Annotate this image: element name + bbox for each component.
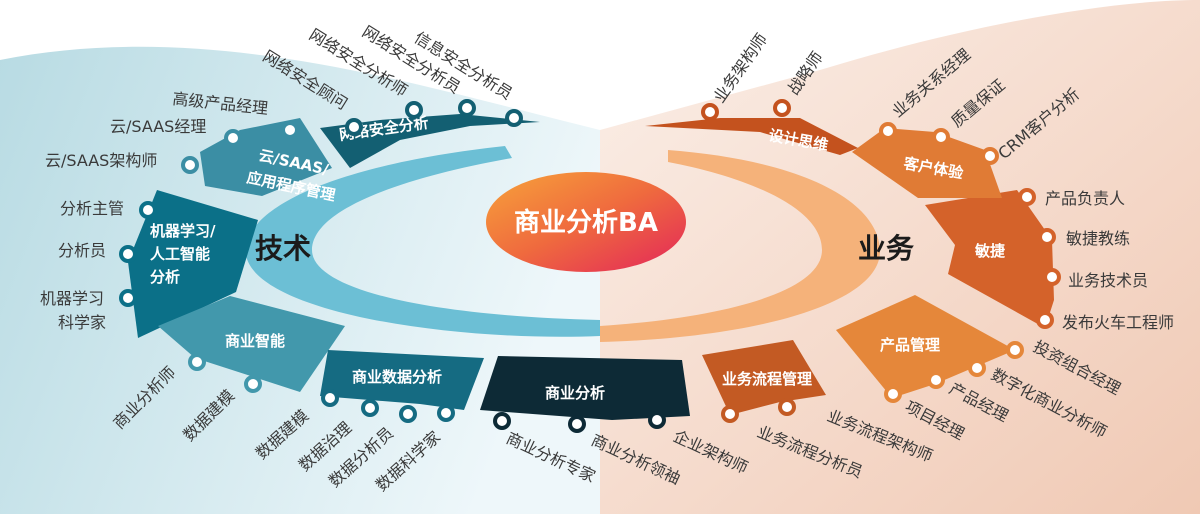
node-dot[interactable] <box>879 122 897 140</box>
segment-shape <box>702 340 826 415</box>
node-dot[interactable] <box>981 147 999 165</box>
role-label: 产品负责人 <box>1045 189 1125 208</box>
node-dot[interactable] <box>119 245 137 263</box>
tech-arc <box>245 146 600 337</box>
node-dot[interactable] <box>139 201 157 219</box>
segment-label: 分析 <box>150 268 180 286</box>
segment-shape <box>320 350 484 410</box>
segment-label: 商业智能 <box>225 332 285 350</box>
role-label: 敏捷教练 <box>1066 229 1130 248</box>
node-dot[interactable] <box>458 99 476 117</box>
role-label: 科学家 <box>58 313 106 332</box>
node-dot[interactable] <box>181 156 199 174</box>
segment-shape <box>480 356 690 420</box>
segment-shape <box>925 190 1054 328</box>
role-label: 发布火车工程师 <box>1062 313 1174 332</box>
node-dot[interactable] <box>932 128 950 146</box>
node-dot[interactable] <box>437 404 455 422</box>
role-label: 分析主管 <box>60 199 124 218</box>
node-dot[interactable] <box>505 109 523 127</box>
role-label: 云/SAAS经理 <box>110 117 206 136</box>
node-dot[interactable] <box>927 371 945 389</box>
node-dot[interactable] <box>1036 311 1054 329</box>
node-dot[interactable] <box>244 375 262 393</box>
role-label: 云/SAAS架构师 <box>45 151 157 170</box>
segment-label: 商业分析 <box>545 384 605 402</box>
node-dot[interactable] <box>345 118 363 136</box>
segment-label: 商业数据分析 <box>352 368 442 386</box>
node-dot[interactable] <box>224 129 242 147</box>
node-dot[interactable] <box>778 398 796 416</box>
node-dot[interactable] <box>281 121 299 139</box>
node-dot[interactable] <box>701 103 719 121</box>
segment-shape <box>128 190 258 338</box>
node-dot[interactable] <box>361 399 379 417</box>
node-dot[interactable] <box>773 99 791 117</box>
segment-shape <box>320 114 540 168</box>
segment-label: 人工智能 <box>150 245 210 263</box>
center-title: 商业分析BA <box>514 207 658 238</box>
node-dot[interactable] <box>568 415 586 433</box>
segment-label: 敏捷 <box>974 242 1006 260</box>
role-label: 机器学习 <box>40 289 104 308</box>
node-dot[interactable] <box>119 289 137 307</box>
node-dot[interactable] <box>721 405 739 423</box>
business-arc <box>600 150 881 342</box>
node-dot[interactable] <box>493 412 511 430</box>
node-dot[interactable] <box>405 101 423 119</box>
tech-domain-label: 技术 <box>255 232 311 265</box>
node-dot[interactable] <box>321 389 339 407</box>
node-dot[interactable] <box>968 359 986 377</box>
business-domain-label: 业务 <box>858 232 914 265</box>
node-dot[interactable] <box>1006 341 1024 359</box>
role-label: 分析员 <box>58 241 106 260</box>
segment-shape <box>158 296 345 392</box>
node-dot[interactable] <box>188 353 206 371</box>
node-dot[interactable] <box>1018 188 1036 206</box>
segment-label: 业务流程管理 <box>722 370 812 388</box>
node-dot[interactable] <box>1038 228 1056 246</box>
role-label: 业务技术员 <box>1068 271 1148 290</box>
segment-shape <box>645 118 858 155</box>
node-dot[interactable] <box>884 385 902 403</box>
segment-label: 机器学习/ <box>150 222 216 240</box>
segment-label: 产品管理 <box>880 336 940 354</box>
node-dot[interactable] <box>1043 268 1061 286</box>
node-dot[interactable] <box>399 405 417 423</box>
segment-shape <box>836 295 1015 398</box>
segment-shape <box>852 128 1002 198</box>
node-dot[interactable] <box>648 411 666 429</box>
center-badge[interactable]: 商业分析BA <box>486 172 686 272</box>
